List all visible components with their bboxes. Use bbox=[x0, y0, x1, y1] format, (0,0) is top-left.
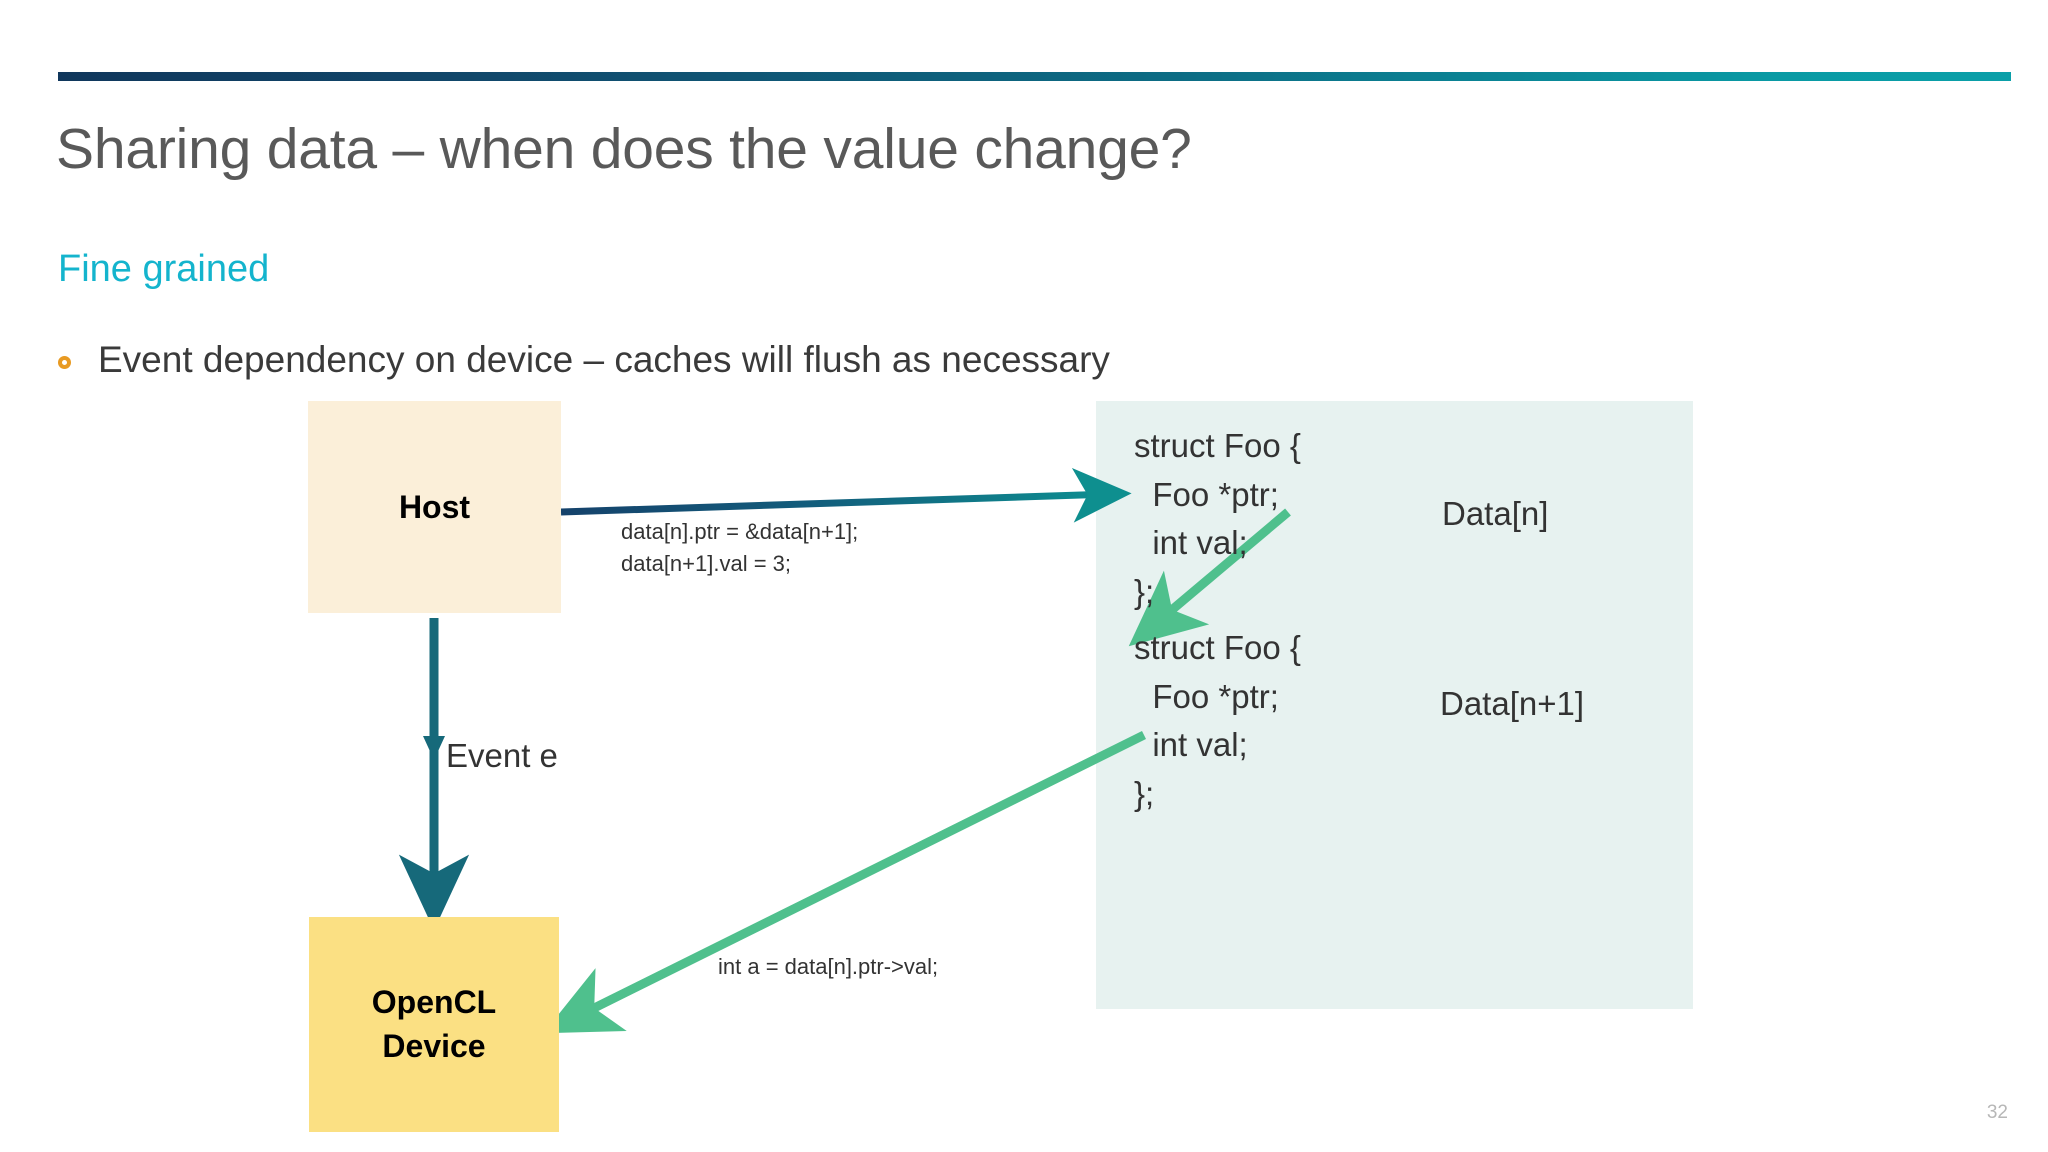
edge-memory-to-device bbox=[543, 730, 1147, 1034]
struct-block-data-n-plus-1: struct Foo { Foo *ptr; int val; }; bbox=[1134, 629, 1301, 812]
accent-bar bbox=[58, 72, 2011, 81]
hollow-circle-bullet-icon bbox=[58, 356, 71, 369]
data-label-n-plus-1: Data[n+1] bbox=[1440, 685, 1585, 722]
annotation-device-read: int a = data[n].ptr->val; bbox=[718, 954, 939, 979]
edge-label-event-e: Event e bbox=[446, 737, 558, 774]
edge-host-to-device bbox=[398, 618, 470, 931]
page-subtitle: Fine grained bbox=[58, 248, 270, 290]
struct-block-data-n: struct Foo { Foo *ptr; int val; }; bbox=[1134, 427, 1301, 610]
data-label-n: Data[n] bbox=[1442, 495, 1549, 532]
bullet-item-label: Event dependency on device – caches will… bbox=[98, 339, 1110, 380]
host-box: Host bbox=[308, 401, 561, 613]
device-box-label: OpenCL Device bbox=[371, 983, 497, 1064]
bullet-item: Event dependency on device – caches will… bbox=[58, 338, 1110, 382]
edge-memory-pointer-link bbox=[1128, 508, 1291, 647]
slide-number: 32 bbox=[1986, 1102, 2008, 1123]
page-title: Sharing data – when does the value chang… bbox=[56, 117, 1192, 181]
host-box-label: Host bbox=[398, 488, 471, 525]
annotation-host-write: data[n].ptr = &data[n+1]; data[n+1].val … bbox=[621, 519, 859, 576]
edge-host-to-memory bbox=[560, 467, 1132, 523]
device-box: OpenCL Device bbox=[309, 917, 559, 1132]
memory-panel bbox=[1096, 401, 1693, 1009]
